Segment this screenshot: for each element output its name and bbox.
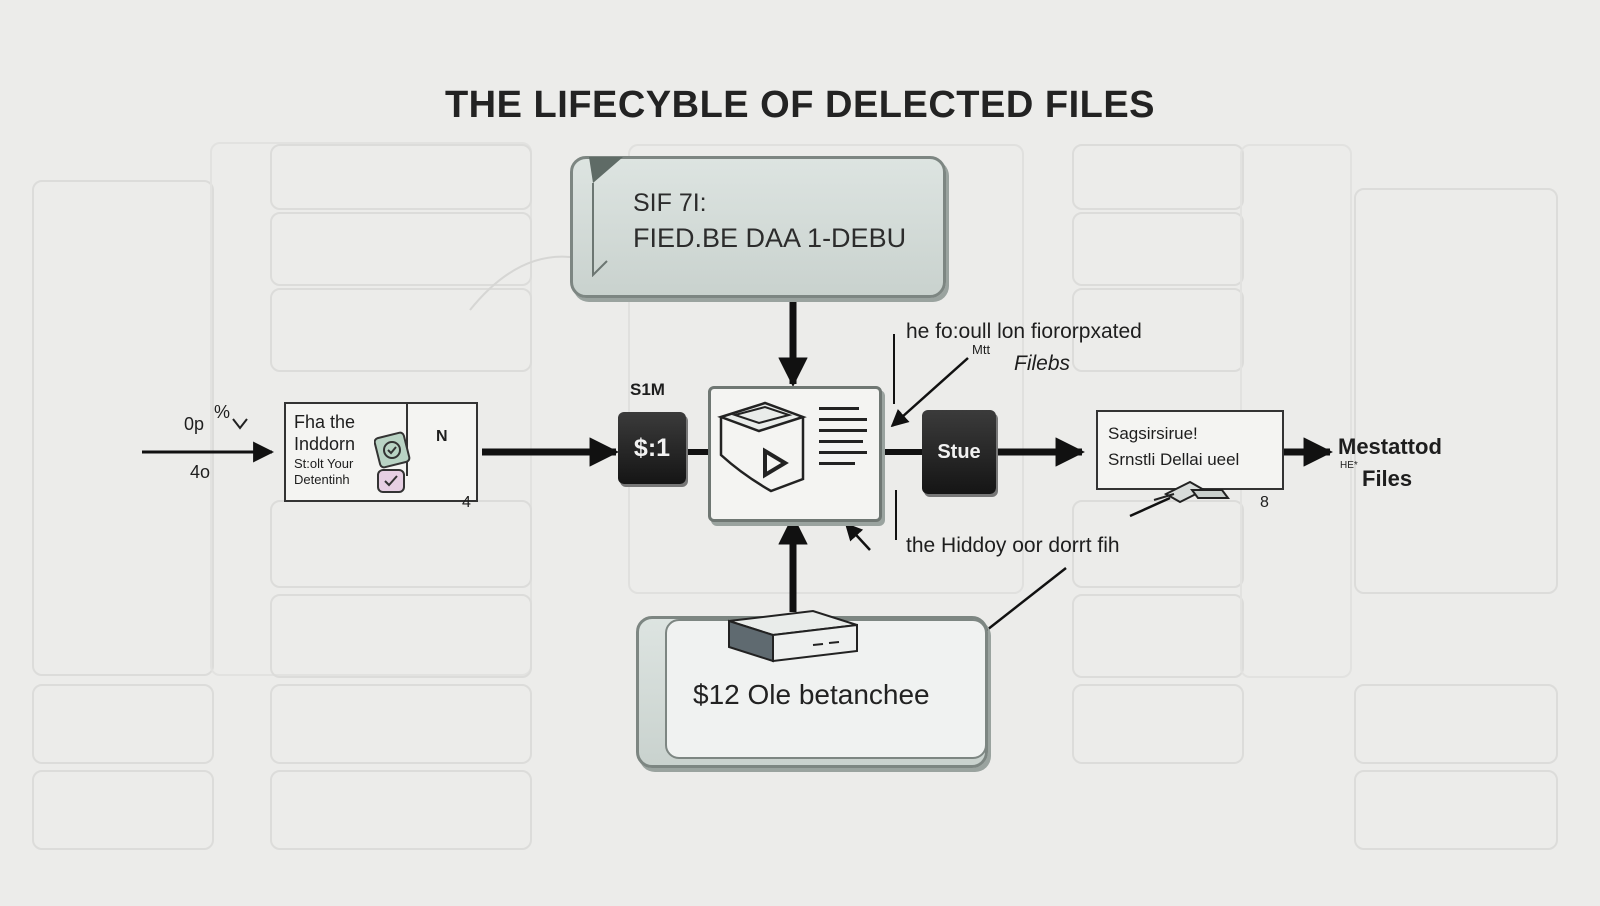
ghost-panel [270,594,532,678]
plug-connector-icon [1153,480,1230,504]
storage-drive-icon [728,609,858,663]
bottom-box-label: $12 Ole betanchee [693,679,930,710]
process-label-bottom: the Hiddoy oor dorrt fih [906,534,1120,557]
input-card-line1: Fha the [294,412,356,432]
output-box-number: 8 [1260,494,1269,511]
chevron-down-icon [232,418,248,430]
ghost-panel [1354,684,1558,764]
ghost-panel [270,684,532,764]
top-box-line2: FIED.BE DAA 1-DEBU [633,223,907,253]
final-line2: Files [1362,466,1413,491]
output-box-line2: Srnstli Dellai ueel [1108,450,1240,469]
text-line [819,418,867,421]
input-side-label-bottom: 4o [190,462,211,482]
faint-curve [469,255,579,311]
text-line [819,440,863,443]
step2-box: Stue [922,410,996,494]
text-line [819,407,859,410]
final-small: HE* [1340,460,1358,471]
ghost-panel [270,144,532,210]
pointer-top-label [890,357,969,428]
top-box-line1: SIF 7I: [633,189,707,217]
final-line1: Mestattod [1338,434,1442,459]
ghost-panel [32,684,214,764]
step1-label: S1M [630,380,665,399]
ghost-panel [32,770,214,850]
ghost-panel [1354,770,1558,850]
ghost-panel [270,288,532,372]
text-line [819,462,855,465]
ghost-panel [1072,500,1244,588]
input-side-mark: % [214,402,231,422]
ghost-panel [32,180,214,676]
check-shield-icon [374,431,411,469]
input-card-tag: N [436,428,448,445]
folded-corner-icon [589,157,623,277]
output-box-line1: Sagsirsirue! [1108,424,1198,443]
process-text-lines [819,407,867,465]
ghost-panel [1072,684,1244,764]
top-stage-box: SIF 7I: FIED.BE DAA 1-DEBU [570,156,946,298]
diagram-title: THE LIFECYBLE OF DELECTED FILES [444,84,1156,126]
input-card-number: 4 [462,494,471,511]
output-box: Sagsirsirue! Srnstli Dellai ueel [1096,410,1284,490]
ghost-panel [628,144,1024,594]
process-label-files: Filebs [1014,352,1071,375]
ghost-panel [210,142,532,676]
process-label-mid: Mtt [972,342,991,357]
process-box [708,386,882,522]
input-card-back-page [406,404,474,476]
bottom-stage-box: $12 Ole betanchee [636,609,988,768]
ghost-panel [1354,188,1558,594]
input-side-label-top: 0p [184,414,205,434]
pointer-bottom-label [844,522,871,551]
step1-box: $:1 [618,412,686,484]
ghost-panel [270,770,532,850]
leader-output-plug [1129,496,1171,518]
text-line [819,451,867,454]
ghost-panel [1072,288,1244,372]
input-card-line3: St:olt Your [294,456,354,471]
ghost-panel [1072,212,1244,286]
input-card-line4: Detentinh [294,472,350,487]
process-label-top: he fo:oull lon fiororpxated [906,320,1142,343]
input-document-card: Fha the Inddorn St:olt Your Detentinh N [284,402,478,502]
ghost-panel [1072,144,1244,210]
input-card-line2: Inddorn [294,434,356,454]
open-box-play-icon [717,401,807,493]
lock-check-icon [377,469,405,493]
ghost-panel [270,212,532,286]
text-line [819,429,867,432]
ghost-panel [1072,594,1244,678]
